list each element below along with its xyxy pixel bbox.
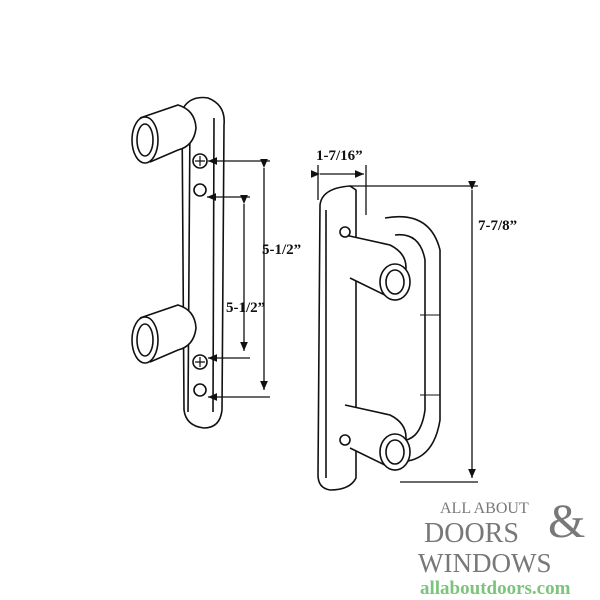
logo-line-all-about: ALL ABOUT — [440, 500, 529, 517]
right-bottom-post — [344, 404, 411, 472]
left-dimension-lines — [207, 157, 270, 401]
logo-ampersand: & — [548, 495, 586, 548]
right-handle — [317, 185, 441, 491]
left-top-post — [131, 104, 197, 164]
right-top-post — [344, 234, 411, 302]
left-bottom-post — [131, 304, 197, 364]
dimension-label-left-inner: 5-1/2” — [226, 300, 266, 316]
right-dimension-lines — [310, 165, 478, 483]
dimension-label-left-outer: 5-1/2” — [262, 242, 302, 258]
left-handle — [131, 96, 225, 429]
dimension-label-right-height: 7-7/8” — [478, 218, 518, 234]
dimension-label-right-width: 1-7/16” — [316, 148, 363, 164]
logo-line-windows: WINDOWS — [418, 548, 552, 578]
screw-hole-icon — [193, 383, 207, 397]
logo-line-doors: DOORS — [424, 518, 519, 549]
logo-url: allaboutdoors.com — [420, 578, 571, 599]
screw-hole-icon — [193, 183, 207, 197]
